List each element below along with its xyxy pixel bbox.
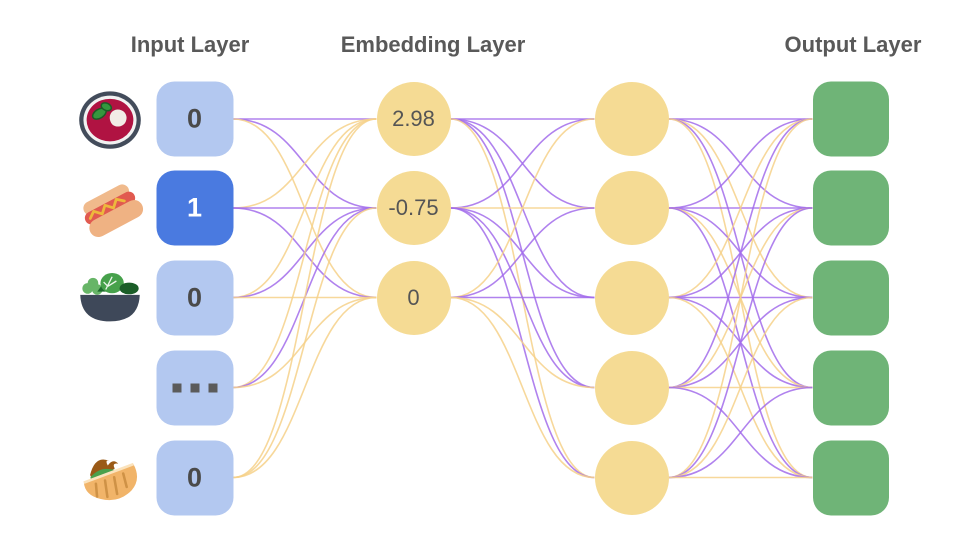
- output-layer-title: Output Layer: [784, 32, 922, 57]
- wire-purple: [668, 118, 813, 209]
- wire-purple: [668, 386, 813, 479]
- input-node: 0: [156, 440, 233, 515]
- input-node: 1: [156, 170, 233, 246]
- wire-yellow: [668, 296, 813, 479]
- hot-dog-icon: [76, 174, 144, 242]
- wire-yellow: [668, 118, 813, 299]
- wire-yellow: [450, 296, 595, 389]
- wire-purple: [450, 118, 595, 209]
- wire-yellow: [232, 118, 377, 479]
- embedding-node: 2.98: [376, 82, 451, 156]
- ellipsis-dots: [172, 383, 217, 392]
- output-node: [812, 260, 889, 335]
- hidden-node: [594, 82, 669, 156]
- pita-wrap-icon: [76, 444, 144, 512]
- embedding-node: -0.75: [376, 171, 451, 245]
- embedding-layer-title: Embedding Layer: [340, 32, 526, 57]
- wire-yellow: [232, 118, 377, 299]
- input-node: [156, 350, 233, 425]
- wire-yellow: [668, 118, 813, 479]
- wire-yellow: [232, 118, 377, 389]
- wire-purple: [668, 207, 813, 479]
- hidden-node: [594, 171, 669, 245]
- input-node: 0: [156, 81, 233, 157]
- hidden-node: [594, 350, 669, 425]
- wire-yellow: [232, 118, 377, 209]
- embedding-node: 0: [376, 260, 451, 335]
- output-node: [812, 440, 889, 515]
- salad-bowl-icon: [76, 264, 144, 332]
- wire-yellow: [232, 296, 377, 479]
- wire-purple: [450, 207, 595, 299]
- hidden-node: [594, 260, 669, 335]
- output-node: [812, 170, 889, 246]
- wire-yellow: [450, 296, 595, 479]
- wire-yellow: [450, 118, 595, 299]
- input-node: 0: [156, 260, 233, 335]
- borscht-soup-icon: [76, 85, 144, 153]
- wire-purple: [668, 118, 813, 389]
- input-layer-title: Input Layer: [130, 32, 250, 57]
- wire-yellow: [232, 207, 377, 479]
- output-node: [812, 81, 889, 157]
- hidden-node: [594, 440, 669, 515]
- output-node: [812, 350, 889, 425]
